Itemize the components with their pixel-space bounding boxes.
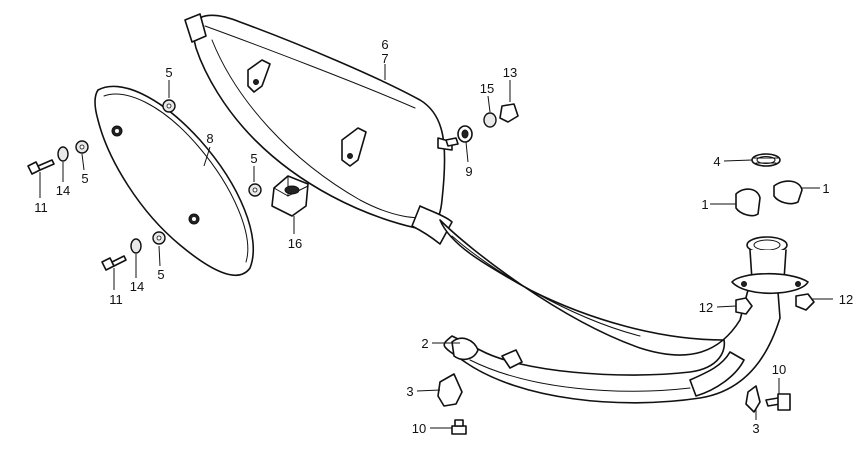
callout-13: 13 — [503, 65, 517, 80]
heat-shield — [94, 85, 254, 277]
callout-5: 5 — [157, 267, 164, 282]
gasket — [751, 153, 781, 167]
callout-7: 7 — [381, 51, 388, 66]
callout-3: 3 — [752, 421, 759, 436]
callout-1: 1 — [822, 181, 829, 196]
callout-6: 6 — [381, 37, 388, 52]
callout-15: 15 — [480, 81, 494, 96]
callout-10: 10 — [412, 421, 426, 436]
flange-nut — [735, 293, 815, 315]
callout-1: 1 — [701, 197, 708, 212]
muffler — [184, 13, 453, 245]
leader-lines — [39, 64, 833, 429]
callout-12: 12 — [699, 300, 713, 315]
washer — [75, 99, 262, 245]
callout-10: 10 — [772, 362, 786, 377]
collet-left — [735, 188, 761, 217]
nut — [445, 103, 519, 147]
callout-4: 4 — [713, 154, 720, 169]
callout-11: 11 — [109, 292, 123, 307]
callout-3: 3 — [406, 384, 413, 399]
callout-9: 9 — [465, 164, 472, 179]
callout-14: 14 — [130, 279, 144, 294]
exhaust-flange — [731, 236, 809, 295]
bolt — [27, 159, 127, 271]
collet-right — [773, 180, 803, 205]
clamp — [437, 373, 761, 413]
callout-5: 5 — [81, 171, 88, 186]
callout-5: 5 — [250, 151, 257, 166]
callout-11: 11 — [34, 200, 48, 215]
callout-14: 14 — [56, 183, 70, 198]
rubber-mount — [271, 175, 309, 217]
callout-2: 2 — [421, 336, 428, 351]
spring-washer — [57, 146, 142, 254]
callouts: 5 6 7 8 5 11 14 5 11 14 5 16 9 15 13 4 1… — [34, 37, 853, 436]
clamp-bolt — [451, 393, 791, 435]
callout-12: 12 — [839, 292, 853, 307]
callout-8: 8 — [206, 131, 213, 146]
callout-16: 16 — [288, 236, 302, 251]
exhaust-pipe — [439, 219, 781, 404]
callout-5: 5 — [165, 65, 172, 80]
